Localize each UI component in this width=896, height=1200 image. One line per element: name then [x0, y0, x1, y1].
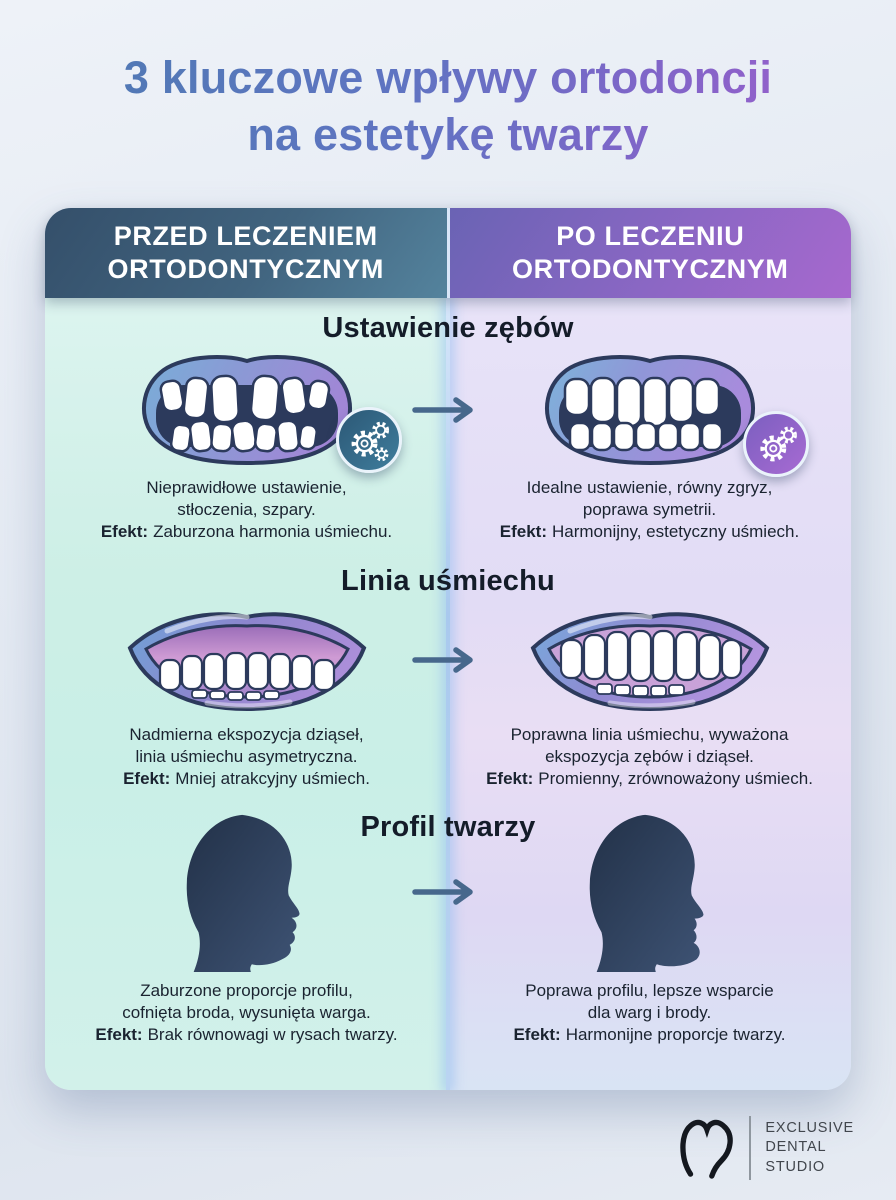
page-title-line1: 3 kluczowe wpływy ortodoncji	[123, 52, 773, 103]
tooth-logo-icon	[677, 1114, 735, 1182]
brand-logo: EXCLUSIVE DENTAL STUDIO	[677, 1114, 854, 1182]
gummy-smile-illustration	[122, 604, 372, 716]
profile-before-description: Zaburzone proporcje profilu, cofnięta br…	[95, 980, 398, 1044]
header-after-treatment: PO LECZENIU ORTODONTYCZNYM	[446, 208, 851, 298]
balanced-smile-illustration	[525, 604, 775, 716]
effect-label: Efekt:	[499, 522, 547, 542]
gears-icon	[742, 411, 809, 477]
section-title-teeth-alignment: Ustawienie zębów	[322, 312, 574, 344]
section-profile-row	[45, 812, 851, 972]
page-title: 3 kluczowe wpływy ortodoncji na estetykę…	[0, 0, 896, 163]
effect-label: Efekt:	[95, 1024, 143, 1044]
arrow-right-icon	[412, 647, 484, 674]
effect-label: Efekt:	[513, 1024, 561, 1044]
header-after-label: PO LECZENIU ORTODONTYCZNYM	[512, 221, 789, 284]
smile-before-description: Nadmierna ekspozycja dziąseł, linia uśmi…	[123, 725, 370, 789]
teeth-after-description: Idealne ustawienie, równy zgryz, poprawa…	[499, 478, 800, 542]
effect-label: Efekt:	[100, 522, 149, 542]
section-smile-texts: Nadmierna ekspozycja dziąseł, linia uśmi…	[45, 724, 851, 790]
comparison-panel: PRZED LECZENIEM ORTODONTYCZNYM PO LECZEN…	[45, 208, 851, 1090]
logo-divider	[749, 1116, 752, 1180]
section-title-smile-line: Linia uśmiechu	[341, 565, 555, 598]
panel-body: Ustawienie zębów	[45, 298, 851, 1090]
teeth-aligned-illustration	[525, 351, 809, 477]
effect-label: Efekt:	[486, 769, 534, 789]
profile-after-description: Poprawa profilu, lepsze wsparcie dla war…	[513, 980, 786, 1044]
arrow-right-icon	[412, 878, 484, 905]
section-teeth-texts: Nieprawidłowe ustawienie, stłoczenia, sz…	[45, 477, 851, 543]
header-before-label: PRZED LECZENIEM ORTODONTYCZNYM	[107, 221, 384, 284]
logo-text: EXCLUSIVE DENTAL STUDIO	[765, 1120, 854, 1175]
gears-icon	[335, 407, 402, 473]
page-title-line2: na estetykę twarzy	[247, 108, 649, 160]
arrow-right-icon	[412, 397, 484, 423]
teeth-misaligned-illustration	[122, 351, 402, 473]
face-profile-before-illustration	[162, 812, 332, 972]
panel-header: PRZED LECZENIEM ORTODONTYCZNYM PO LECZEN…	[45, 208, 851, 298]
column-divider	[446, 298, 450, 1090]
teeth-before-description: Nieprawidłowe ustawienie, stłoczenia, sz…	[100, 478, 393, 542]
smile-after-description: Poprawna linia uśmiechu, wyważona ekspoz…	[486, 725, 813, 789]
section-teeth-row	[45, 351, 851, 477]
header-before-treatment: PRZED LECZENIEM ORTODONTYCZNYM	[45, 208, 447, 298]
face-profile-after-illustration	[565, 812, 735, 972]
effect-label: Efekt:	[123, 769, 171, 789]
section-title-face-profile: Profil twarzy	[360, 810, 536, 843]
section-profile-texts: Zaburzone proporcje profilu, cofnięta br…	[45, 980, 851, 1046]
section-smile-row	[45, 604, 851, 716]
